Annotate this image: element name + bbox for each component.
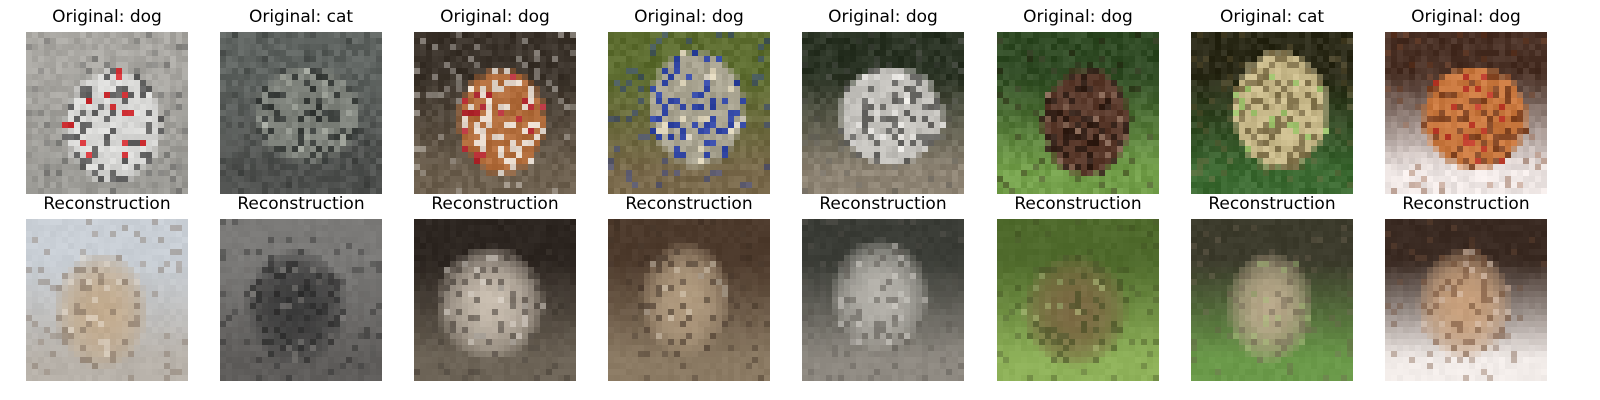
original-title: Original: cat: [248, 7, 354, 27]
reconstruction-title: Reconstruction: [819, 194, 947, 214]
original-title: Original: dog: [1411, 7, 1521, 27]
reconstruction-image: [414, 219, 576, 381]
original-image: [608, 32, 770, 194]
original-image: [1191, 32, 1353, 194]
original-title: Original: dog: [1023, 7, 1133, 27]
original-image: [220, 32, 382, 194]
reconstruction-title: Reconstruction: [1402, 194, 1530, 214]
original-title: Original: cat: [1219, 7, 1325, 27]
reconstruction-title: Reconstruction: [431, 194, 559, 214]
original-title: Original: dog: [52, 7, 162, 27]
reconstruction-title: Reconstruction: [625, 194, 753, 214]
reconstruction-title: Reconstruction: [1208, 194, 1336, 214]
reconstruction-title: Reconstruction: [1014, 194, 1142, 214]
reconstruction-title: Reconstruction: [237, 194, 365, 214]
reconstruction-image: [1385, 219, 1547, 381]
original-title: Original: dog: [634, 7, 744, 27]
original-image: [26, 32, 188, 194]
reconstruction-title: Reconstruction: [43, 194, 171, 214]
reconstruction-image: [802, 219, 964, 381]
original-title: Original: dog: [828, 7, 938, 27]
original-image: [802, 32, 964, 194]
reconstruction-image: [608, 219, 770, 381]
reconstruction-image: [1191, 219, 1353, 381]
reconstruction-image: [997, 219, 1159, 381]
original-title: Original: dog: [440, 7, 550, 27]
original-image: [1385, 32, 1547, 194]
original-image: [414, 32, 576, 194]
reconstruction-image: [220, 219, 382, 381]
original-image: [997, 32, 1159, 194]
reconstruction-image: [26, 219, 188, 381]
